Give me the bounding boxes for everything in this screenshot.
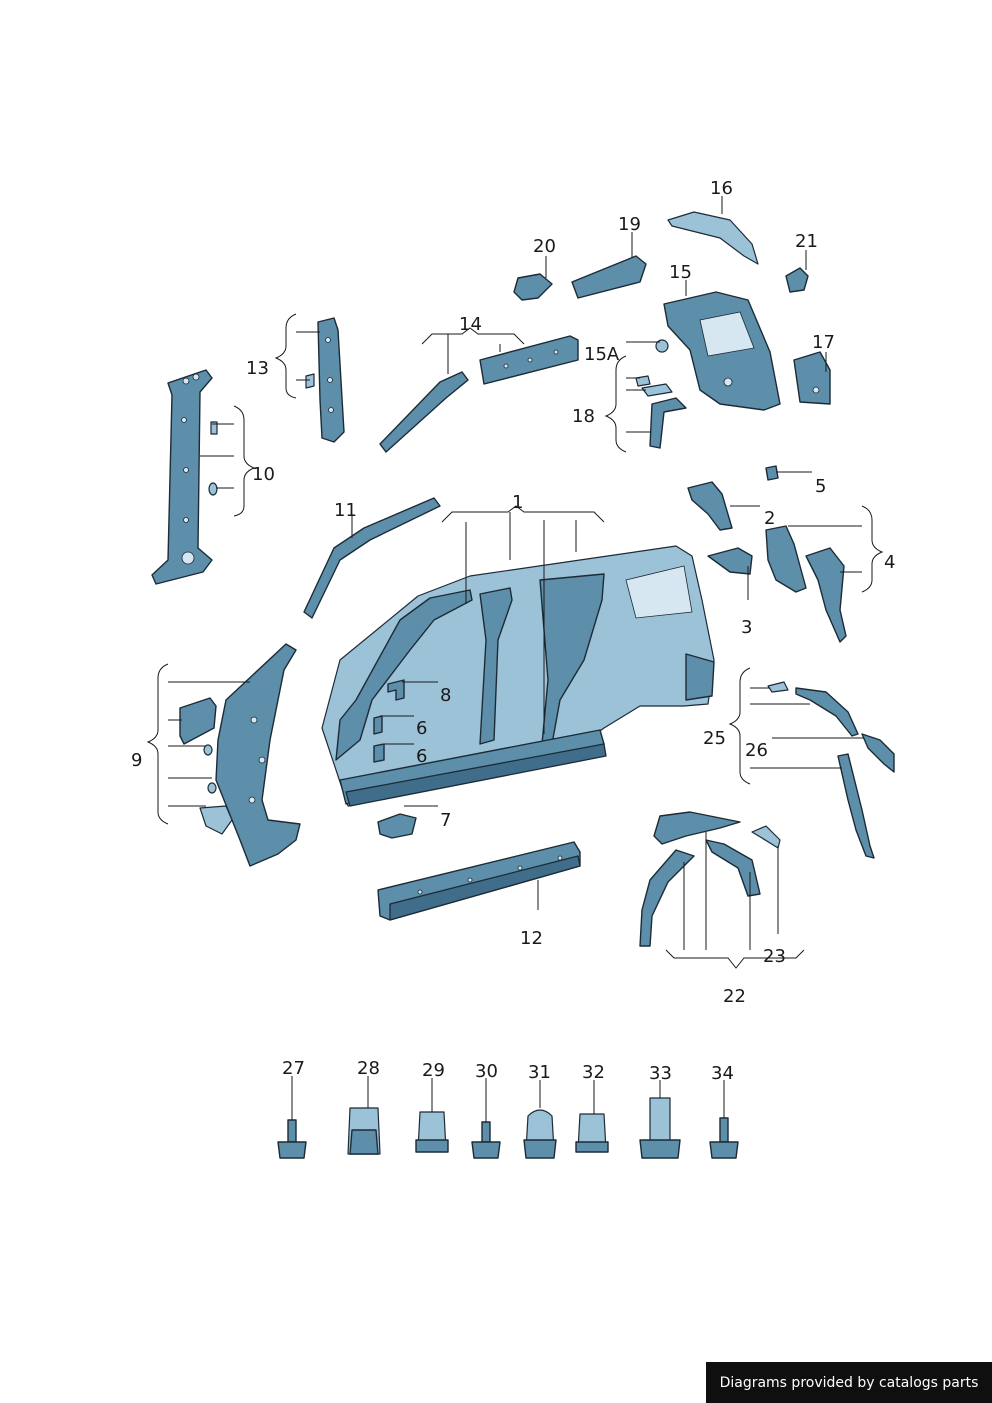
- callout-16: 16: [710, 178, 733, 199]
- callout-23: 23: [763, 946, 786, 967]
- fastener-28[interactable]: [347, 1107, 381, 1155]
- leader-lines: [146, 196, 884, 1122]
- part-2[interactable]: [687, 481, 733, 531]
- callout-1: 1: [512, 492, 523, 513]
- callout-5: 5: [815, 476, 826, 497]
- footer-credit: Diagrams provided by catalogs parts: [706, 1362, 992, 1403]
- part-19[interactable]: [571, 255, 647, 299]
- callout-34: 34: [711, 1063, 734, 1084]
- part-1-side-panel[interactable]: [321, 545, 715, 807]
- part-10-pillar[interactable]: [151, 369, 218, 585]
- callout-4: 4: [884, 552, 895, 573]
- callout-21: 21: [795, 231, 818, 252]
- part-26[interactable]: [861, 733, 895, 773]
- callout-12: 12: [520, 928, 543, 949]
- part-8-bracket[interactable]: [387, 679, 405, 701]
- part-12-sill[interactable]: [377, 841, 581, 921]
- part-22-group[interactable]: [639, 811, 761, 947]
- fastener-27[interactable]: [277, 1119, 307, 1159]
- callout-26: 26: [745, 740, 768, 761]
- fastener-30[interactable]: [471, 1121, 501, 1159]
- callout-19: 19: [618, 214, 641, 235]
- callout-9: 9: [131, 750, 142, 771]
- callout-29: 29: [422, 1060, 445, 1081]
- part-7-bracket[interactable]: [377, 813, 417, 839]
- fastener-33[interactable]: [639, 1097, 681, 1159]
- part-18-group[interactable]: [635, 375, 687, 449]
- fastener-32[interactable]: [575, 1113, 609, 1153]
- part-3[interactable]: [707, 547, 753, 575]
- fastener-29[interactable]: [415, 1111, 449, 1153]
- callout-30: 30: [475, 1061, 498, 1082]
- part-20[interactable]: [513, 273, 553, 301]
- part-23[interactable]: [751, 825, 781, 849]
- part-14-rail[interactable]: [379, 335, 579, 453]
- part-6a-bracket[interactable]: [373, 715, 383, 735]
- fastener-34[interactable]: [709, 1117, 739, 1159]
- callout-8: 8: [440, 685, 451, 706]
- part-5[interactable]: [765, 465, 779, 481]
- part-17[interactable]: [793, 351, 831, 405]
- callout-18: 18: [572, 406, 595, 427]
- part-21[interactable]: [785, 267, 809, 293]
- callout-15: 15: [669, 262, 692, 283]
- callout-14: 14: [459, 314, 482, 335]
- part-25-group[interactable]: [767, 681, 875, 859]
- callout-27: 27: [282, 1058, 305, 1079]
- callout-20: 20: [533, 236, 556, 257]
- part-4-group[interactable]: [765, 525, 847, 643]
- part-15-quarter-inner[interactable]: [655, 291, 781, 411]
- callout-22: 22: [723, 986, 746, 1007]
- callout-2: 2: [764, 508, 775, 529]
- callout-32: 32: [582, 1062, 605, 1083]
- callout-25: 25: [703, 728, 726, 749]
- callout-11: 11: [334, 500, 357, 521]
- fastener-31[interactable]: [523, 1109, 557, 1159]
- callout-6a: 6: [416, 718, 427, 739]
- callout-31: 31: [528, 1062, 551, 1083]
- callout-10: 10: [252, 464, 275, 485]
- callout-3: 3: [741, 617, 752, 638]
- part-13-pillar[interactable]: [305, 317, 345, 443]
- part-9-pillar[interactable]: [179, 643, 301, 867]
- part-6b-bracket[interactable]: [373, 743, 385, 763]
- callout-7: 7: [440, 810, 451, 831]
- part-16[interactable]: [667, 211, 759, 265]
- callout-33: 33: [649, 1063, 672, 1084]
- part-11-rail[interactable]: [303, 497, 441, 619]
- callout-17: 17: [812, 332, 835, 353]
- callout-labels: 1 2 3 4 5 6 6 7 8 9 10 11 12 13 14 15 15…: [131, 178, 895, 1084]
- callout-15a: 15A: [584, 344, 620, 365]
- callout-6b: 6: [416, 746, 427, 767]
- callout-13: 13: [246, 358, 269, 379]
- callout-28: 28: [357, 1058, 380, 1079]
